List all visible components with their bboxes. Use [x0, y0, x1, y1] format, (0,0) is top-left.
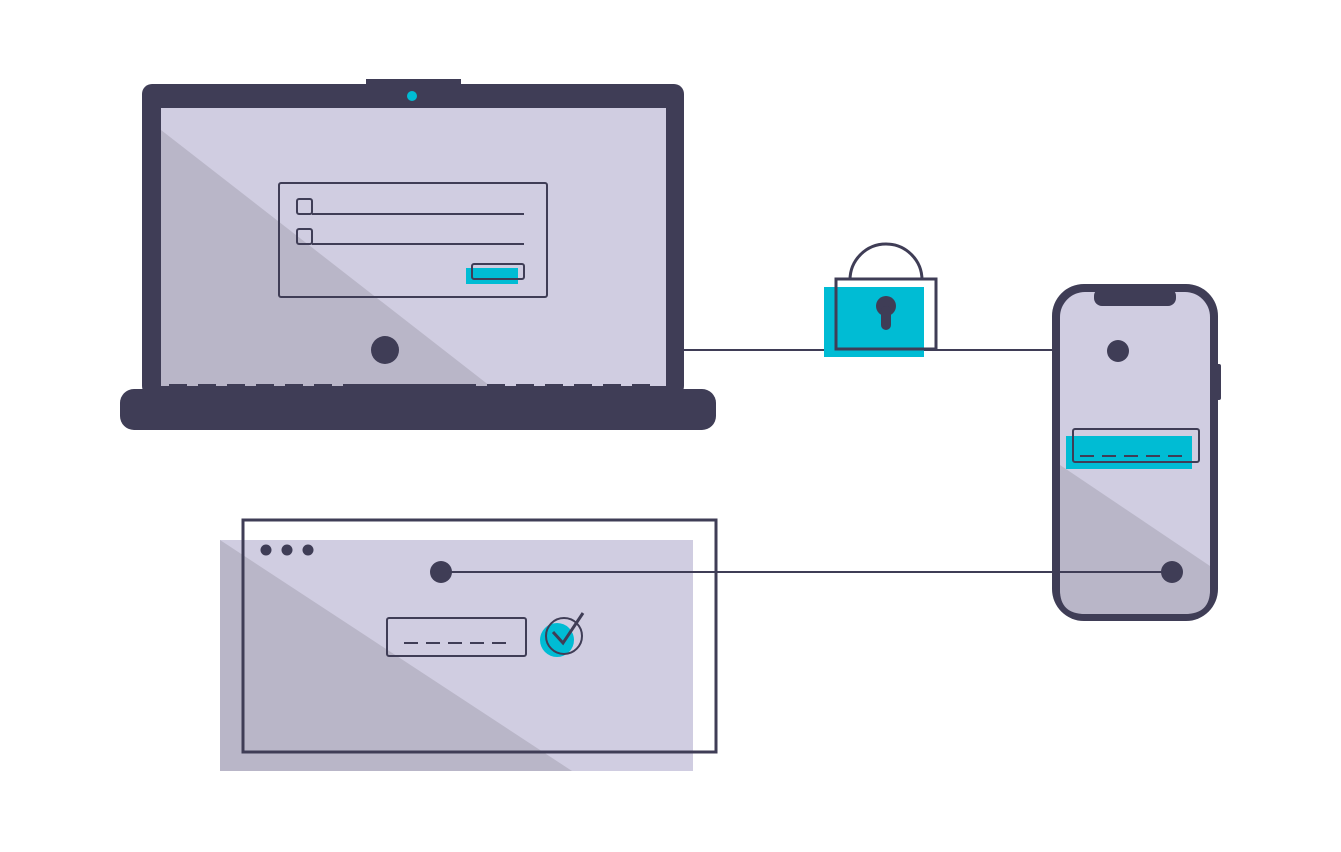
checkbox — [296, 198, 313, 215]
webcam-icon — [407, 91, 417, 101]
connection-node — [1161, 561, 1183, 583]
connection-node — [1107, 340, 1129, 362]
submit-button — [471, 263, 525, 280]
connection-node — [430, 561, 452, 583]
window-dot — [302, 544, 314, 556]
login-form — [278, 182, 548, 298]
code-input — [386, 617, 527, 657]
checkbox — [296, 228, 313, 245]
window-dot — [260, 544, 272, 556]
window-dot — [281, 544, 293, 556]
connection-node — [371, 336, 399, 364]
smartphone-icon — [441, 284, 1221, 621]
checkmark-icon — [540, 612, 585, 657]
padlock-icon — [824, 242, 938, 357]
laptop-icon — [120, 79, 716, 430]
code-input — [1072, 428, 1200, 463]
browser-window-icon — [220, 518, 720, 771]
laptop-keyboard — [169, 384, 650, 392]
